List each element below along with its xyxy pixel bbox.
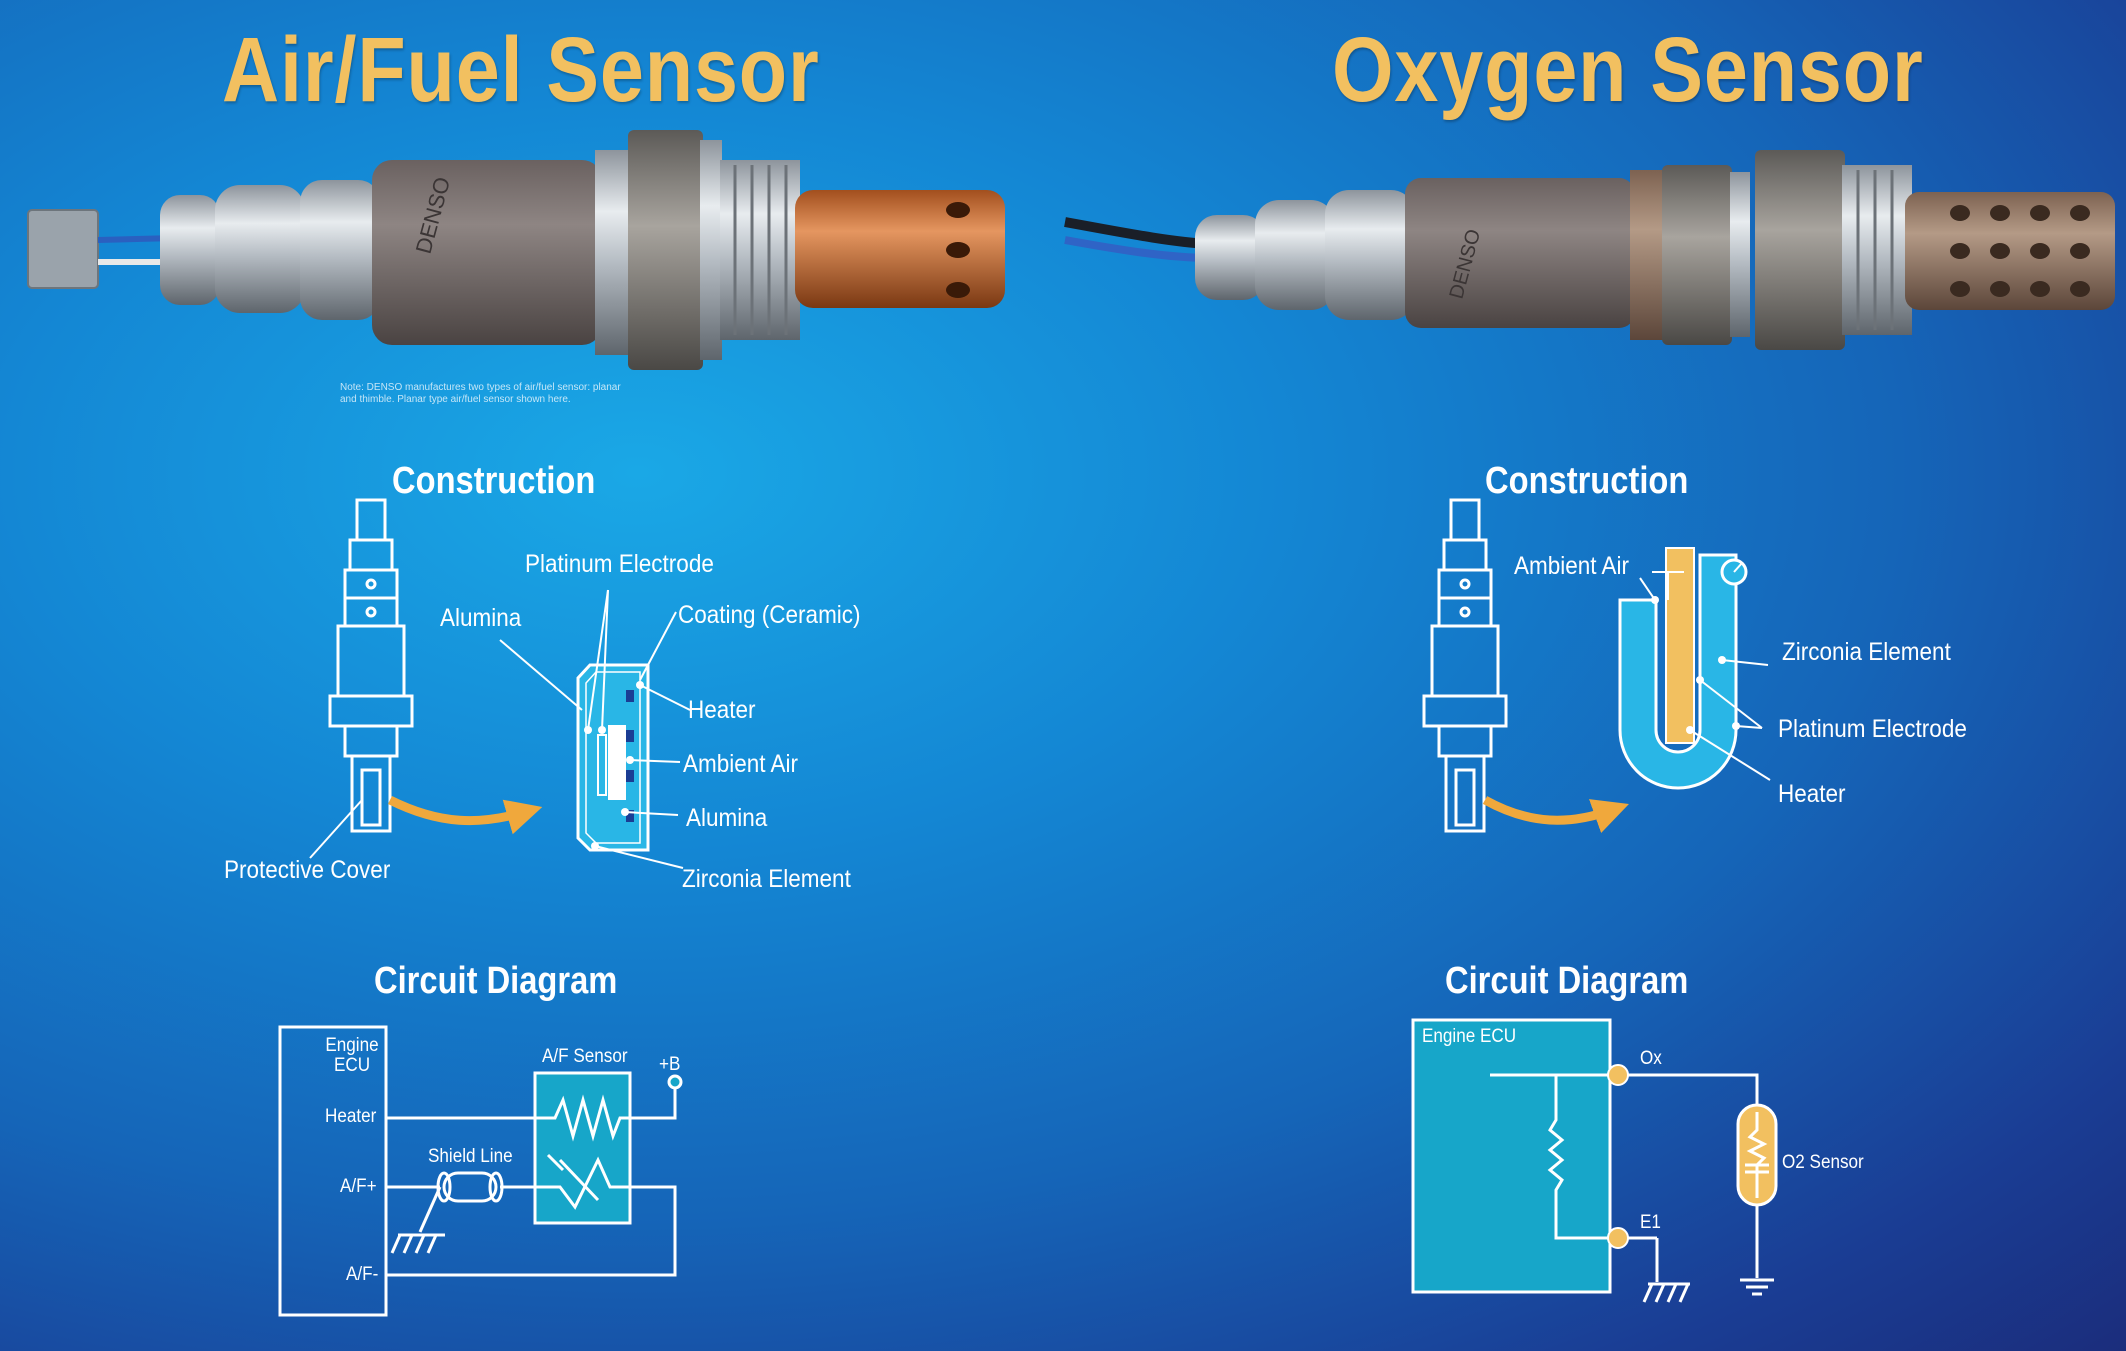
- label-ox: Ox: [1640, 1048, 1662, 1069]
- label-e1: E1: [1640, 1212, 1661, 1233]
- label-alumina-bottom: Alumina: [686, 804, 768, 832]
- af-circuit-title: Circuit Diagram: [374, 960, 618, 1002]
- o2-leader-dots: [1651, 596, 1740, 734]
- label-o2-ambient-air: Ambient Air: [1514, 552, 1630, 580]
- af-sensor-title: Air/Fuel Sensor: [222, 19, 820, 121]
- af-construction-title: Construction: [392, 460, 596, 502]
- o2-construction-arrow: [1482, 796, 1629, 834]
- label-af-sensor: A/F Sensor: [542, 1046, 628, 1067]
- label-shield-line: Shield Line: [428, 1146, 513, 1167]
- o2-sensor-outline: [1422, 498, 1508, 833]
- label-o2-sensor: O2 Sensor: [1782, 1152, 1864, 1173]
- af-circuit: [278, 1025, 683, 1317]
- oxygen-sensor-photo: DENSO: [1064, 150, 2115, 350]
- o2-construction-title: Construction: [1485, 460, 1689, 502]
- label-zirconia-element: Zirconia Element: [682, 865, 851, 893]
- af-construction-leaders: [309, 589, 691, 869]
- o2-circuit-terminals: [1607, 1064, 1629, 1249]
- label-platinum-electrode: Platinum Electrode: [525, 550, 714, 578]
- o2-thimble-element: [1618, 547, 1748, 790]
- label-o2-engine-ecu: Engine ECU: [1422, 1026, 1517, 1047]
- label-af-minus: A/F-: [346, 1264, 379, 1285]
- label-circuit-heater: Heater: [325, 1106, 377, 1127]
- label-o2-zirconia-element: Zirconia Element: [1782, 638, 1951, 666]
- label-ambient-air: Ambient Air: [683, 750, 799, 778]
- label-protective-cover: Protective Cover: [224, 856, 391, 884]
- label-plus-b: +B: [659, 1054, 681, 1075]
- label-alumina-top: Alumina: [440, 604, 522, 632]
- label-o2-heater: Heater: [1778, 780, 1846, 808]
- label-engine-ecu: Engine ECU: [325, 1035, 379, 1076]
- o2-construction-leaders: [1639, 577, 1771, 781]
- label-heater: Heater: [688, 696, 756, 724]
- af-planar-element: [576, 663, 650, 852]
- af-sensor-photo: DENSO: [27, 130, 1005, 370]
- o2-circuit: [1411, 1018, 1778, 1303]
- label-o2-platinum-electrode: Platinum Electrode: [1778, 715, 1967, 743]
- label-af-plus: A/F+: [340, 1176, 377, 1197]
- o2-circuit-title: Circuit Diagram: [1445, 960, 1689, 1002]
- af-construction-arrow: [387, 795, 543, 835]
- af-sensor-note: Note: DENSO manufactures two types of ai…: [340, 382, 621, 405]
- af-sensor-outline: [328, 498, 414, 833]
- af-leader-dots: [584, 681, 644, 850]
- oxygen-sensor-title: Oxygen Sensor: [1332, 19, 1924, 121]
- label-coating: Coating (Ceramic): [678, 601, 861, 629]
